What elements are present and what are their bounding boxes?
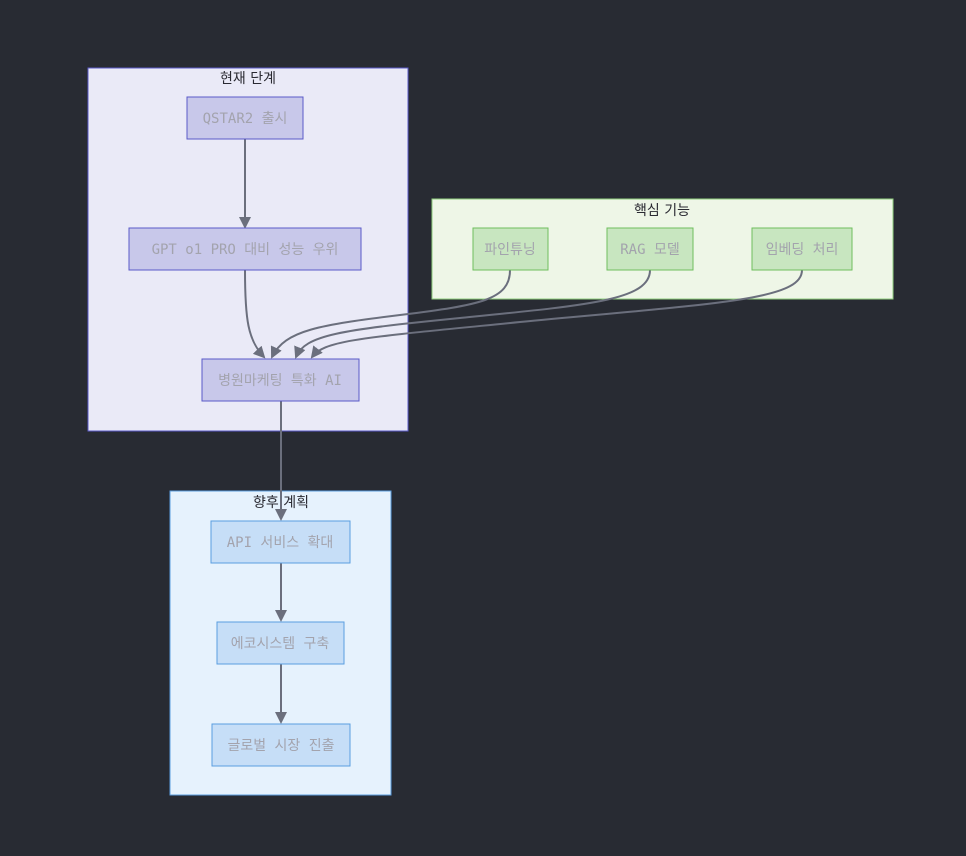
node-gpt-o1-pro[interactable]: GPT o1 PRO 대비 성능 우위 <box>128 227 362 271</box>
edges <box>239 139 803 724</box>
node-qstar2-label: QSTAR2 출시 <box>203 111 288 127</box>
node-ecosystem[interactable]: 에코시스템 구축 <box>216 621 345 665</box>
node-finetuning[interactable]: 파인튜닝 <box>472 227 549 271</box>
edge-gpt-to-hospital <box>244 269 266 359</box>
node-ecosystem-label: 에코시스템 구축 <box>231 636 330 652</box>
node-rag-model[interactable]: RAG 모델 <box>606 227 694 271</box>
node-embedding-label: 임베딩 처리 <box>766 242 839 258</box>
edge-embed-to-hospital <box>310 269 803 359</box>
node-global-market[interactable]: 글로벌 시장 진출 <box>211 723 351 767</box>
node-qstar2[interactable]: QSTAR2 출시 <box>186 96 304 140</box>
node-rag-model-label: RAG 모델 <box>620 242 679 258</box>
node-embedding[interactable]: 임베딩 처리 <box>751 227 853 271</box>
group-core-features-title: 핵심 기능 <box>634 203 690 219</box>
node-global-market-label: 글로벌 시장 진출 <box>227 738 334 754</box>
node-hospital-marketing-ai-label: 병원마케팅 특화 AI <box>218 373 342 389</box>
node-api-service-label: API 서비스 확대 <box>227 535 334 551</box>
edge-finetune-to-hospital <box>270 269 511 359</box>
node-api-service[interactable]: API 서비스 확대 <box>210 520 351 564</box>
edge-rag-to-hospital <box>294 269 651 359</box>
node-hospital-marketing-ai[interactable]: 병원마케팅 특화 AI <box>201 358 360 402</box>
node-finetuning-label: 파인튜닝 <box>484 242 536 258</box>
group-current-stage-title: 현재 단계 <box>220 71 276 87</box>
node-gpt-o1-pro-label: GPT o1 PRO 대비 성능 우위 <box>152 242 339 258</box>
